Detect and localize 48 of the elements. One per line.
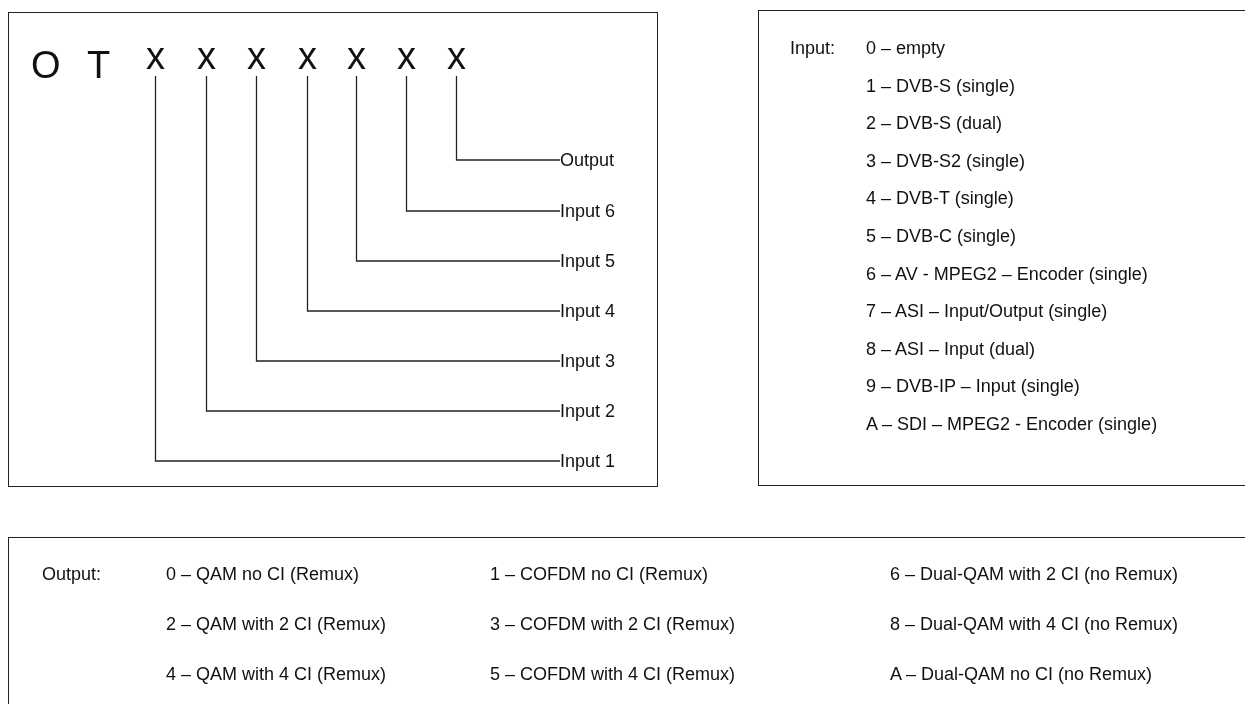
option-text: 4 – DVB-T (single): [866, 188, 1014, 209]
option-text: 8 – ASI – Input (dual): [866, 338, 1036, 359]
code-label: Output: [560, 150, 615, 170]
leader-line: [455, 75, 561, 161]
option-text: 1 – DVB-S (single): [866, 75, 1016, 96]
panel-box: [8, 537, 1245, 704]
option-text: 3 – COFDM with 2 CI (Remux): [490, 614, 736, 634]
option-text: 0 – QAM no CI (Remux): [166, 564, 360, 584]
heading-label: Input:: [790, 38, 836, 58]
code-letter: x: [197, 36, 216, 76]
code-letter: x: [247, 36, 266, 76]
leader-line: [306, 75, 561, 312]
option-text: 9 – DVB-IP – Input (single): [866, 376, 1080, 397]
option-text: 2 – DVB-S (dual): [866, 113, 1003, 134]
panel-box: [758, 10, 1245, 486]
code-label: Input 6: [560, 201, 616, 221]
code-letter: x: [397, 36, 416, 76]
leader-line: [405, 75, 561, 212]
option-text: 6 – AV - MPEG2 – Encoder (single): [866, 263, 1148, 284]
code-label: Input 4: [560, 301, 616, 321]
option-text: 4 – QAM with 4 CI (Remux): [166, 664, 387, 684]
option-text: 6 – Dual-QAM with 2 CI (no Remux): [890, 564, 1179, 584]
leader-line: [154, 75, 561, 462]
code-letter: T: [87, 45, 111, 85]
leader-line: [255, 75, 561, 362]
option-text: 2 – QAM with 2 CI (Remux): [166, 614, 387, 634]
leader-line: [205, 75, 561, 412]
option-text: A – SDI – MPEG2 - Encoder (single): [866, 414, 1158, 434]
code-letter: x: [447, 36, 466, 76]
code-letter: x: [347, 36, 366, 76]
code-label: Input 5: [560, 251, 616, 271]
option-text: 7 – ASI – Input/Output (single): [866, 301, 1108, 322]
heading-label: Output:: [42, 564, 102, 584]
code-label: Input 1: [560, 451, 616, 471]
option-text: 5 – COFDM with 4 CI (Remux): [490, 664, 736, 684]
option-text: 1 – COFDM no CI (Remux): [490, 564, 709, 584]
code-letter: x: [298, 36, 317, 76]
code-label: Input 3: [560, 351, 616, 371]
panel-box: [8, 12, 658, 487]
option-text: A – Dual-QAM no CI (no Remux): [890, 664, 1153, 684]
code-letter: x: [146, 36, 165, 76]
option-text: 8 – Dual-QAM with 4 CI (no Remux): [890, 614, 1179, 634]
code-label: Input 2: [560, 401, 616, 421]
option-text: 0 – empty: [866, 38, 946, 58]
option-text: 3 – DVB-S2 (single): [866, 150, 1026, 171]
leader-line: [355, 75, 561, 262]
code-letter: O: [31, 45, 61, 85]
option-text: 5 – DVB-C (single): [866, 226, 1017, 246]
